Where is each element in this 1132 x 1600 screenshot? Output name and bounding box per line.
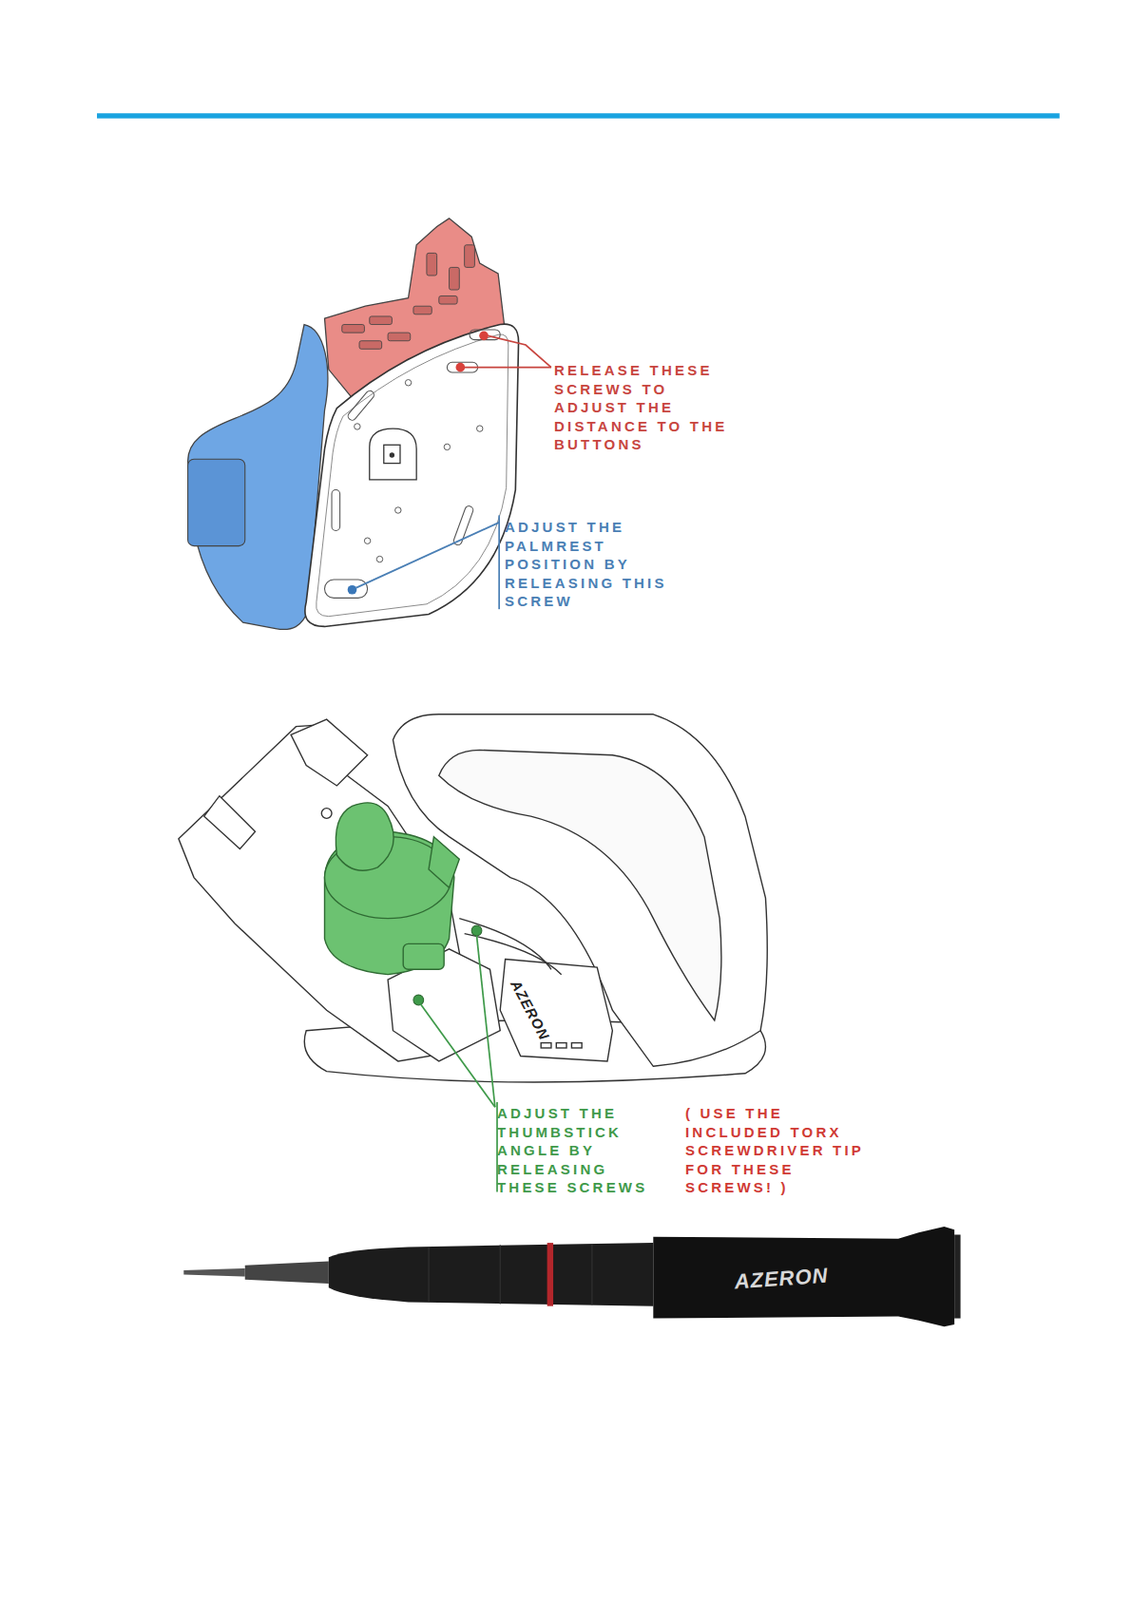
callout-text: RELEASE THESE SCREWS TO ADJUST THE DISTA…	[554, 361, 730, 455]
note-text: ( USE THE INCLUDED TORX SCREWDRIVER TIP …	[685, 1104, 866, 1198]
callout-text: ADJUST THE THUMBSTICK ANGLE BY RELEASING…	[497, 1104, 667, 1198]
callout-text: ADJUST THE PALMREST POSITION BY RELEASIN…	[504, 518, 700, 612]
